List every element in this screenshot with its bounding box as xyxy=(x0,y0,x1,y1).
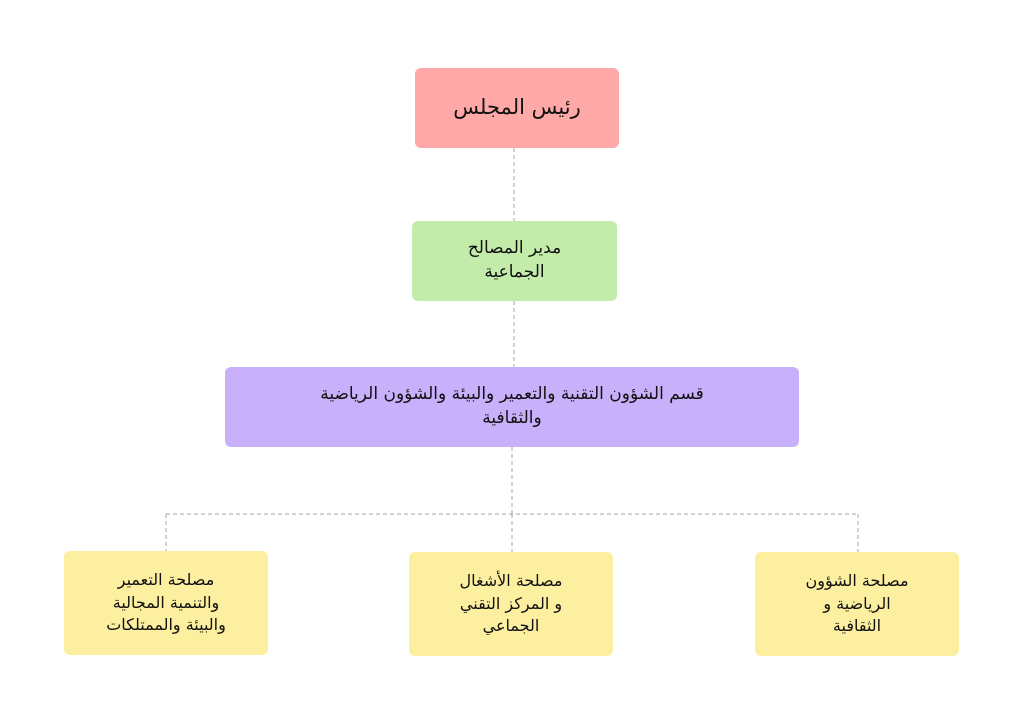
node-director-of-services-label: مدير المصالح الجماعية xyxy=(467,238,562,282)
node-technical-affairs-division: قسم الشؤون التقنية والتعمير والبيئة والش… xyxy=(225,367,799,447)
node-urban-planning-service: مصلحة التعمير والتنمية المجالية والبيئة … xyxy=(64,551,268,655)
node-public-works-service-label: مصلحة الأشغال و المركز التقني الجماعي xyxy=(459,571,563,636)
node-sports-culture-service-label: مصلحة الشؤون الرياضية و الثقافية xyxy=(805,571,909,636)
node-sports-culture-service: مصلحة الشؤون الرياضية و الثقافية xyxy=(755,552,959,656)
node-council-chair-label: رئيس المجلس xyxy=(453,95,581,120)
node-public-works-service: مصلحة الأشغال و المركز التقني الجماعي xyxy=(409,552,613,656)
node-council-chair: رئيس المجلس xyxy=(415,68,619,148)
node-director-of-services: مدير المصالح الجماعية xyxy=(412,221,617,301)
connector-group xyxy=(165,148,859,552)
node-urban-planning-service-label: مصلحة التعمير والتنمية المجالية والبيئة … xyxy=(106,570,226,635)
node-technical-affairs-division-label: قسم الشؤون التقنية والتعمير والبيئة والش… xyxy=(320,384,704,428)
